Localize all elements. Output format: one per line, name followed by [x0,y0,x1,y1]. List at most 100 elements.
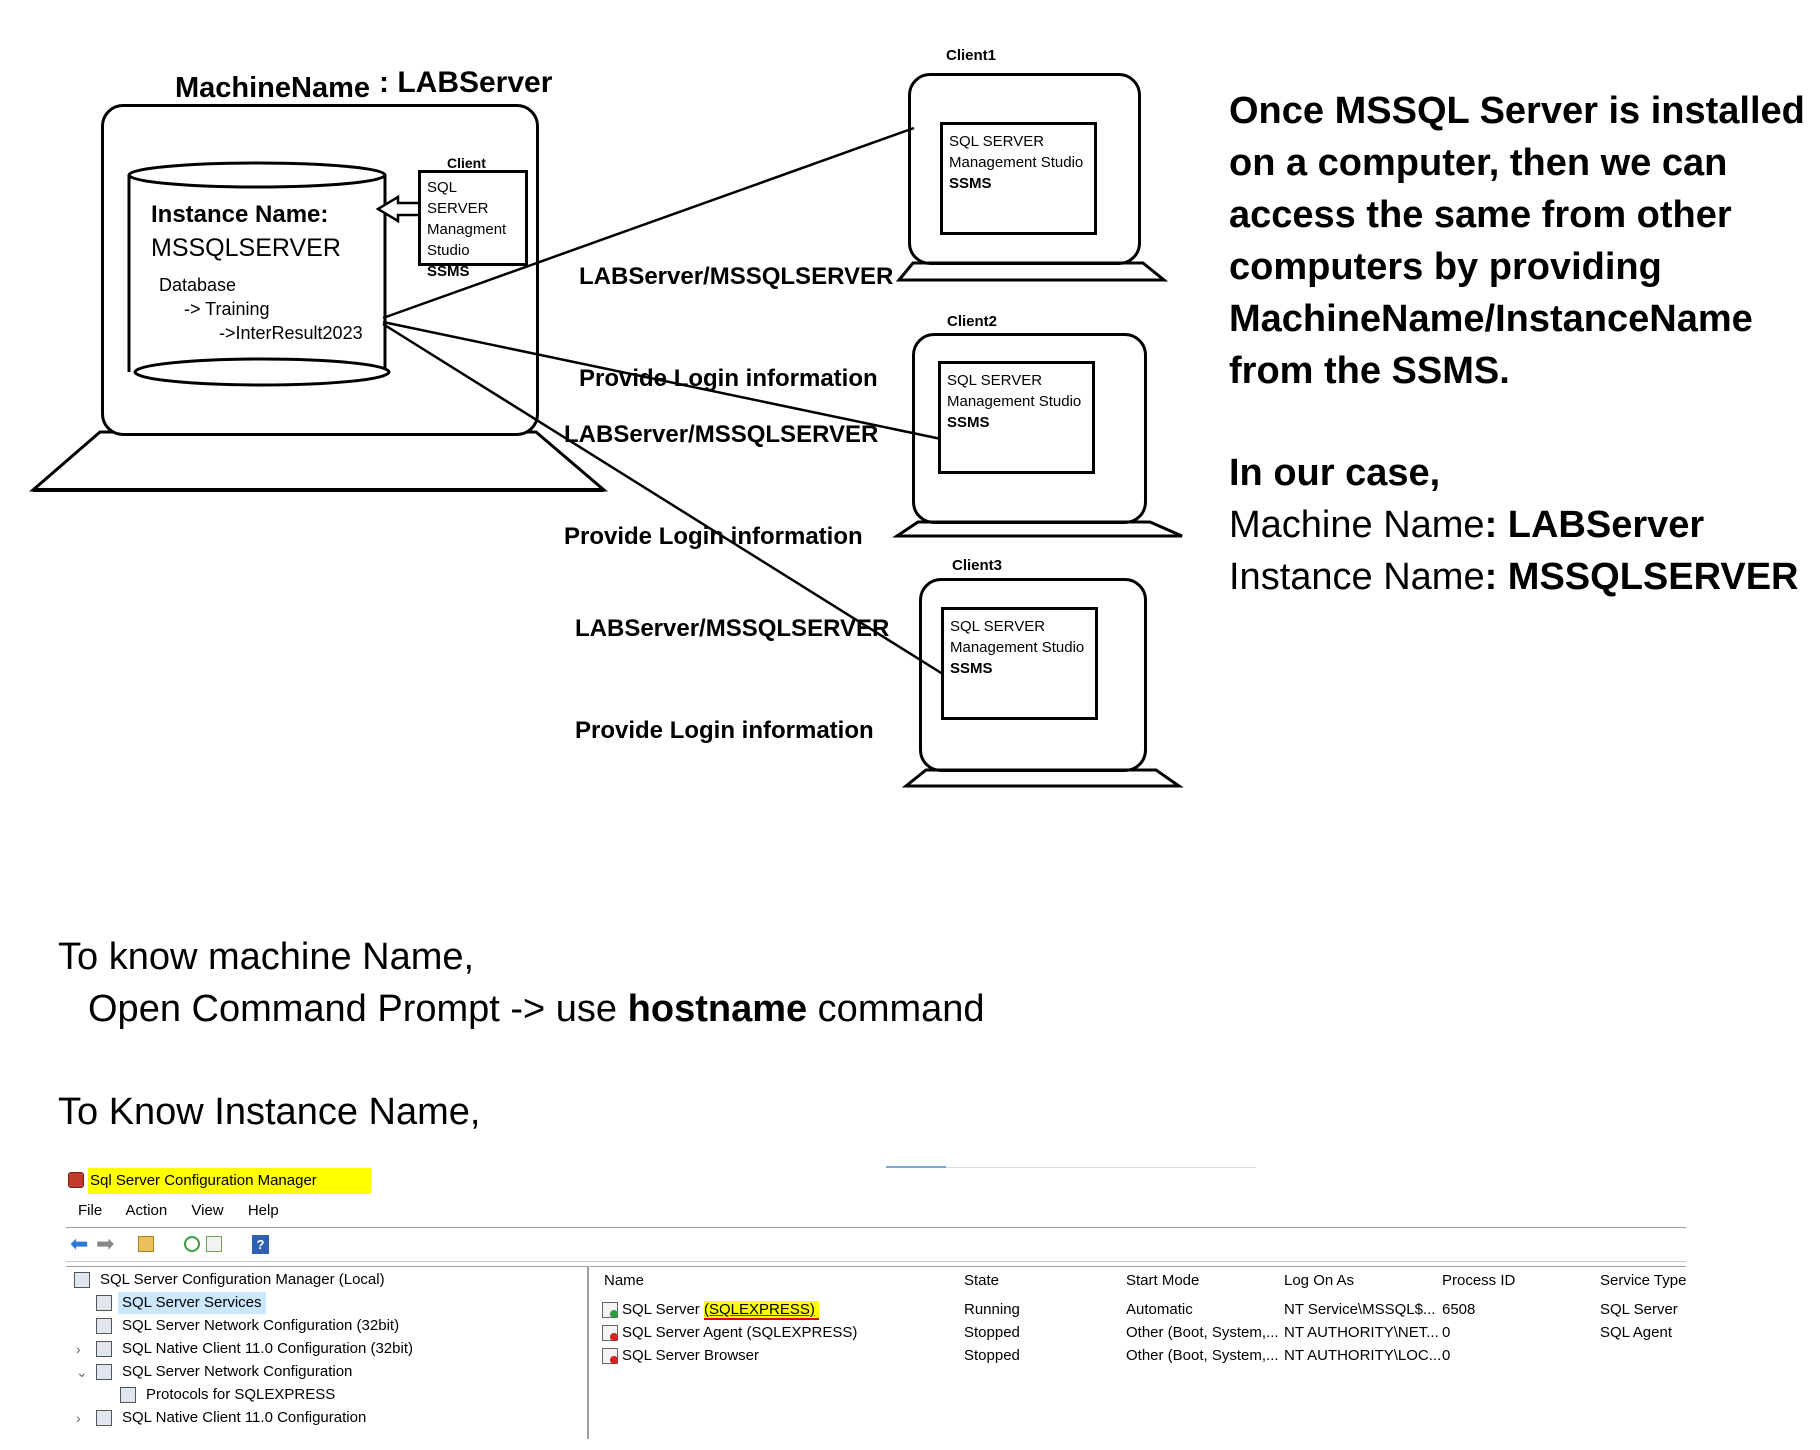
connection-label-1-line2: Provide Login information [579,365,878,392]
client3-name: Client3 [952,557,1003,574]
table-cell: Running [964,1301,1020,1318]
column-header[interactable]: Start Mode [1126,1272,1200,1289]
server-ssms-line1: SQL SERVER [427,179,489,217]
server-ssms-line2: Managment [427,221,507,238]
tree-item-label: Protocols for SQLEXPRESS [146,1386,336,1403]
gear-icon [74,1272,90,1288]
case-machine-key: Machine Name [1229,504,1485,546]
explanation-text: Once MSSQL Server is installed on a comp… [1229,85,1809,603]
menu-action[interactable]: Action [125,1202,168,1219]
column-header[interactable]: Log On As [1284,1272,1355,1289]
faint-divider [886,1167,1256,1168]
connection-line-client1 [382,126,915,320]
forward-icon[interactable]: ➡ [96,1231,115,1256]
client3-laptop-screen [919,578,1147,772]
instance-name-label: Instance Name: [151,201,329,228]
tree-item[interactable]: Protocols for SQLEXPRESS [66,1384,586,1406]
column-header[interactable]: State [964,1272,1000,1289]
table-cell: NT AUTHORITY\LOC... [1284,1347,1442,1364]
tree-expander-icon[interactable]: › [76,1341,81,1357]
client2-ssms-line3: SSMS [947,414,990,431]
tree-item[interactable]: SQL Server Configuration Manager (Local) [66,1269,586,1291]
connection-label-1: LABServer/MSSQLSERVER Provide Login info… [579,192,893,464]
client2-laptop-screen [912,333,1147,524]
column-header[interactable]: Name [604,1272,645,1289]
menu-divider [66,1227,1686,1228]
menu-file[interactable]: File [78,1202,103,1219]
help-icon[interactable]: ? [252,1235,269,1254]
tree-expander-icon[interactable]: ⌄ [76,1364,88,1380]
menu-view[interactable]: View [191,1202,224,1219]
tree-item-label: SQL Native Client 11.0 Configuration (32… [122,1340,413,1357]
client1-ssms-line1: SQL SERVER [949,133,1045,150]
up-folder-icon[interactable] [138,1236,154,1252]
howto-machine-pre: Open Command Prompt -> use [88,988,628,1030]
explain-line6: from the SSMS. [1229,350,1510,392]
database-label: Database [159,275,237,295]
tree-item-label: SQL Server Network Configuration (32bit) [122,1317,400,1334]
tree-item[interactable]: SQL Server Services [66,1292,586,1314]
client1-ssms-line2: Management Studio [949,154,1084,171]
faint-divider-accent [886,1166,946,1168]
client2-name: Client2 [947,313,998,330]
table-cell: 0 [1442,1324,1451,1341]
service-status-icon [602,1348,618,1364]
database-cylinder-bottom [133,357,391,387]
service-name-text: SQL Server [622,1301,704,1318]
network-icon [96,1364,112,1380]
column-header[interactable]: Process ID [1442,1272,1516,1289]
connection-label-3-line2: Provide Login information [575,717,874,744]
database-item-training: -> Training [184,299,270,319]
service-status-dot [610,1310,618,1318]
tree-item[interactable]: ›SQL Native Client 11.0 Configuration [66,1407,586,1429]
column-header[interactable]: Service Type [1600,1272,1687,1289]
table-cell: NT AUTHORITY\NET... [1284,1324,1439,1341]
explain-line5: MachineName/InstanceName [1229,298,1753,340]
ssms-to-instance-arrow [375,194,422,224]
client-icon [96,1341,112,1357]
service-status-icon [602,1302,618,1318]
client-icon [96,1410,112,1426]
tree-expander-icon[interactable]: › [76,1410,81,1426]
case-machine-sep: : [1484,504,1508,546]
connection-label-3: LABServer/MSSQLSERVER Provide Login info… [575,544,889,816]
back-icon[interactable]: ⬅ [70,1231,89,1256]
tree-item[interactable]: SQL Server Network Configuration (32bit) [66,1315,586,1337]
client2-ssms-box: SQL SERVER Management Studio SSMS [938,361,1095,474]
table-cell: Other (Boot, System,... [1126,1324,1279,1341]
refresh-icon[interactable] [184,1236,200,1252]
table-row[interactable]: SQL Server Browser Stopped Other (Boot, Sy… [596,1345,1682,1367]
table-cell: Stopped [964,1347,1020,1364]
table-cell: Other (Boot, System,... [1126,1347,1279,1364]
table-cell: NT Service\MSSQL$... [1284,1301,1436,1318]
explain-spacer [1229,397,1809,447]
service-name-text: SQL Server Browser [622,1347,759,1364]
export-icon[interactable] [206,1236,222,1252]
tree-item[interactable]: ⌄ SQL Server Network Configuration [66,1361,586,1383]
list-pane [590,1266,1686,1439]
client1-laptop-screen [908,73,1141,265]
server-ssms-line3: Studio [427,242,470,259]
list-header: Name State Start Mode Log On As Process ID Se… [596,1272,1686,1294]
cm-menu-bar: File Action View Help [78,1202,279,1224]
explain-line2: on a computer, then we can [1229,142,1728,184]
tree-item-label: SQL Server Configuration Manager (Local) [100,1271,385,1288]
case-instance-line: Instance Name: MSSQLSERVER [1229,551,1809,603]
network-icon [96,1318,112,1334]
table-cell: 6508 [1442,1301,1476,1318]
table-cell: Automatic [1126,1301,1193,1318]
howto-machine-cmd: hostname [627,988,808,1030]
menu-help[interactable]: Help [247,1202,279,1219]
service-name: SQL Server Browser [622,1345,759,1367]
tree-item[interactable]: › SQL Native Client 11.0 Configuration (3… [66,1338,586,1360]
tree-item-label: SQL Server Network Configuration [122,1363,353,1380]
client3-ssms-box: SQL SERVER Management Studio SSMS [941,607,1098,720]
explain-line3: access the same from other [1229,194,1732,236]
connection-label-3-line1: LABServer/MSSQLSERVER [575,615,890,642]
table-cell: 0 [1442,1347,1451,1364]
connection-line-client2 [382,320,947,442]
server-ssms-box: SQL SERVER Managment Studio SSMS [418,170,528,280]
